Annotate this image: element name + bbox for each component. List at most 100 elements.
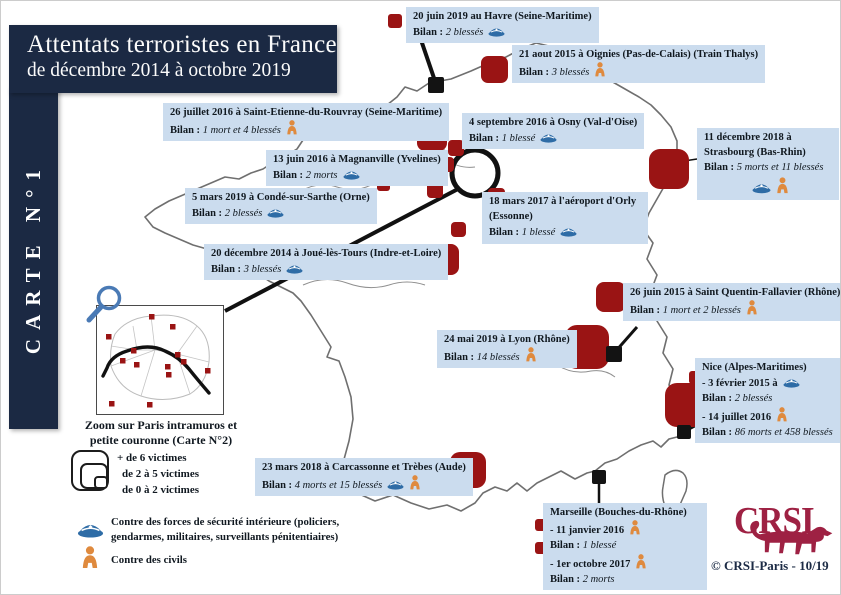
bilan-label: Bilan : bbox=[519, 67, 550, 79]
bilan-value: 5 morts et 11 blessés bbox=[736, 162, 824, 174]
callout-saint-quentin-fallavier: 26 juin 2015 à Saint Quentin-Fallavier (… bbox=[623, 283, 841, 322]
civilian-icon bbox=[82, 546, 98, 568]
callout-nice: Nice (Alpes-Maritimes) - 3 février 2015 … bbox=[695, 358, 840, 444]
bilan-value: 4 morts et 15 blessés bbox=[294, 480, 383, 492]
bilan-label: Bilan : bbox=[702, 393, 733, 405]
bilan-label: Bilan : bbox=[192, 208, 223, 220]
bilan-label: Bilan : bbox=[489, 227, 520, 239]
attack-date: 13 juin 2016 bbox=[273, 154, 328, 165]
location-point-marker bbox=[677, 425, 691, 439]
copyright-text: © CRSI-Paris - 10/19 bbox=[711, 558, 829, 573]
bilan-value: 2 blessés bbox=[445, 27, 484, 39]
page-title: Attentats terroristes en France bbox=[27, 31, 337, 58]
bilan-label: Bilan : bbox=[273, 170, 304, 182]
attack-location: au Havre (Seine-Maritime) bbox=[467, 11, 592, 22]
map-number-label: CARTE N°1 bbox=[21, 161, 45, 355]
city-title: Nice (Alpes-Maritimes) bbox=[702, 362, 807, 373]
bilan-label: Bilan : bbox=[550, 573, 581, 585]
attack-location: à Saint Quentin-Fallavier (Rhône) bbox=[684, 287, 841, 298]
attack-marker bbox=[596, 282, 626, 312]
size-legend-small-square bbox=[94, 476, 108, 489]
callout-conde-sur-sarthe: 5 mars 2019 à Condé-sur-Sarthe (Orne) Bi… bbox=[185, 188, 377, 225]
civilian-icon bbox=[747, 300, 757, 315]
bilan-value: 3 blessés bbox=[243, 264, 282, 276]
bilan-value: 2 morts bbox=[305, 170, 338, 182]
attack-location: à Joué-lès-Tours (Indre-et-Loire) bbox=[291, 248, 442, 259]
attack-marker bbox=[388, 14, 402, 28]
title-block: Attentats terroristes en France de décem… bbox=[9, 25, 337, 93]
bilan-value: 2 morts bbox=[582, 573, 615, 585]
police-icon bbox=[540, 134, 557, 143]
callout-marseille: Marseille (Bouches-du-Rhône) - 11 janvie… bbox=[543, 503, 707, 591]
paris-region-circle bbox=[449, 147, 501, 199]
attack-date: 5 mars 2019 bbox=[192, 192, 247, 203]
bilan-label: Bilan : bbox=[469, 133, 500, 145]
police-icon bbox=[286, 265, 303, 274]
attack-date: 20 juin 2019 bbox=[413, 11, 468, 22]
attack-location: à Lyon (Rhône) bbox=[497, 334, 570, 345]
civilian-icon bbox=[410, 475, 420, 490]
police-icon bbox=[488, 28, 505, 37]
bilan-label: Bilan : bbox=[413, 27, 444, 39]
bilan-value: 1 blessé bbox=[501, 133, 536, 145]
size-legend-label-small: de 0 à 2 victimes bbox=[122, 484, 199, 496]
police-icon bbox=[77, 524, 104, 538]
civilian-icon bbox=[636, 553, 647, 568]
attack-location: à Condé-sur-Sarthe (Orne) bbox=[246, 192, 370, 203]
police-icon bbox=[387, 481, 404, 490]
location-point-marker bbox=[428, 77, 444, 93]
attack-date: 26 juin 2015 bbox=[630, 287, 685, 298]
attack-date: 26 juillet 2016 bbox=[170, 107, 233, 118]
civilian-icon bbox=[595, 62, 605, 77]
location-point-marker bbox=[606, 346, 622, 362]
attack-location: à Osny (Val-d'Oise) bbox=[546, 117, 638, 128]
police-icon bbox=[783, 379, 800, 388]
police-icon bbox=[560, 228, 577, 238]
attack-marker bbox=[448, 140, 464, 156]
attack-location: à Saint-Etienne-du-Rouvray (Seine-Mariti… bbox=[233, 107, 443, 118]
attack-location: à Strasbourg (Bas-Rhin) bbox=[704, 132, 806, 159]
attack-marker bbox=[451, 222, 466, 237]
attack-marker bbox=[649, 149, 689, 189]
legend-civils-label: Contre des civils bbox=[111, 554, 187, 566]
attack-date: 24 mai 2019 bbox=[444, 334, 498, 345]
police-icon bbox=[342, 171, 360, 180]
civilian-icon bbox=[777, 176, 788, 193]
civilian-icon bbox=[630, 520, 640, 535]
police-icon bbox=[267, 209, 284, 218]
callout-saint-etienne-du-rouvray: 26 juillet 2016 à Saint-Etienne-du-Rouvr… bbox=[163, 103, 450, 142]
panther-logo-icon bbox=[750, 520, 833, 555]
callout-carcassonne: 23 mars 2018 à Carcassonne et Trèbes (Au… bbox=[255, 458, 473, 497]
inset-caption: Zoom sur Paris intramuros et petite cour… bbox=[71, 418, 251, 448]
city-title: Marseille (Bouches-du-Rhône) bbox=[550, 507, 687, 518]
attack-date: 21 aout 2015 bbox=[519, 49, 576, 60]
side-band: CARTE N°1 bbox=[9, 87, 58, 429]
bilan-label: Bilan : bbox=[170, 125, 201, 137]
page-subtitle: de décembre 2014 à octobre 2019 bbox=[27, 60, 291, 81]
bilan-value: 1 mort et 2 blessés bbox=[662, 305, 741, 317]
attack-location: à Carcassonne et Trèbes (Aude) bbox=[321, 462, 466, 473]
bilan-value: 14 blessés bbox=[476, 352, 520, 364]
callout-joue-les-tours: 20 décembre 2014 à Joué-lès-Tours (Indre… bbox=[204, 244, 449, 281]
bilan-label: Bilan : bbox=[211, 264, 242, 276]
attack-date: 20 décembre 2014 bbox=[211, 248, 292, 259]
attack-date: - 14 juillet 2016 bbox=[702, 411, 772, 423]
size-legend-label-medium: de 2 à 5 victimes bbox=[122, 468, 199, 480]
attack-date: - 11 janvier 2016 bbox=[550, 525, 625, 537]
magnifier-icon bbox=[86, 285, 122, 323]
bilan-value: 1 mort et 4 blessés bbox=[202, 125, 281, 137]
civilian-icon bbox=[287, 120, 297, 135]
inset-caption-line2: petite couronne (Carte N°2) bbox=[89, 433, 233, 447]
bilan-value: 86 morts et 458 blessés bbox=[734, 426, 833, 438]
attack-date: - 3 février 2015 à bbox=[702, 378, 778, 390]
legend-police-label: Contre des forces de sécurité intérieure… bbox=[111, 516, 340, 543]
inset-caption-line1: Zoom sur Paris intramuros et bbox=[84, 418, 238, 432]
attack-location: à l'aéroport d'Orly (Essonne) bbox=[489, 196, 637, 223]
callout-osny: 4 septembre 2016 à Osny (Val-d'Oise) Bil… bbox=[462, 113, 645, 150]
attack-date: 23 mars 2018 bbox=[262, 462, 322, 473]
attack-location: à Magnanville (Yvelines) bbox=[327, 154, 441, 165]
size-legend-label-large: + de 6 victimes bbox=[117, 452, 187, 464]
bilan-label: Bilan : bbox=[550, 540, 581, 552]
attack-date: - 1er octobre 2017 bbox=[550, 558, 631, 570]
